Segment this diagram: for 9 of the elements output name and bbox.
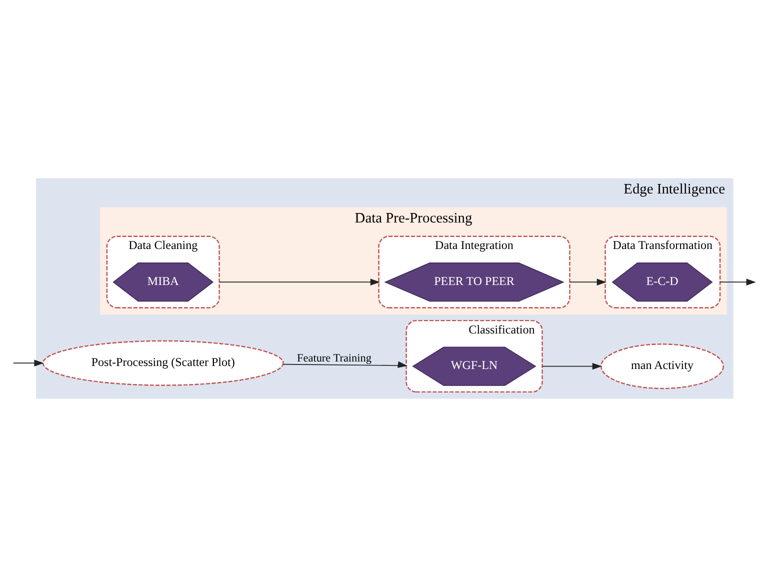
arrow <box>569 278 606 285</box>
node-ellipse: man Activity <box>600 343 724 389</box>
node-ellipse: Post-Processing (Scatter Plot) <box>42 340 284 386</box>
arrow <box>12 359 44 366</box>
arrow <box>218 278 380 285</box>
arrow <box>720 278 756 285</box>
arrow <box>542 362 602 370</box>
arrow <box>282 360 408 368</box>
edge-label: Feature Training <box>297 352 372 364</box>
